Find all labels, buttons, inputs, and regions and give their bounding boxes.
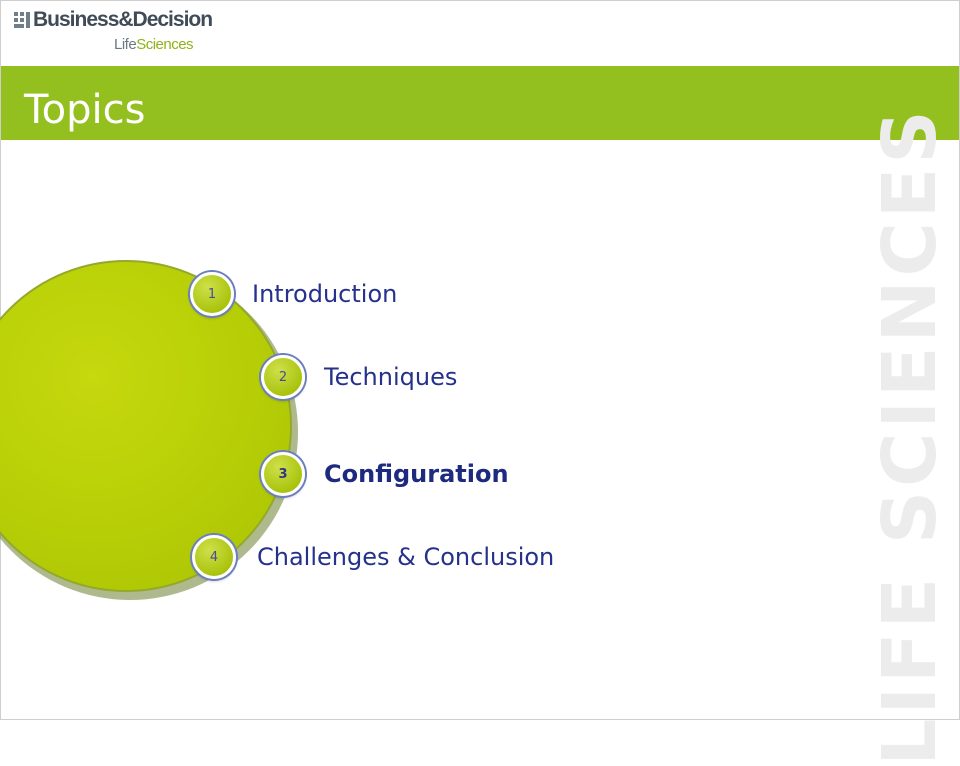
topic-number-badge: 4 xyxy=(192,535,236,579)
title-band xyxy=(1,66,959,140)
logo-subtitle: LifeSciences xyxy=(114,36,194,53)
watermark-text: LIFE SCIENCES xyxy=(867,106,953,766)
slide-title: Topics xyxy=(24,87,146,133)
logo-grid-icon xyxy=(14,12,30,28)
logo-brand-text: Business&Decision xyxy=(33,8,213,31)
topic-label: Challenges & Conclusion xyxy=(257,543,555,571)
topic-number-badge: 1 xyxy=(190,272,234,316)
decorative-disc xyxy=(0,260,292,592)
logo-sub-prefix: Life xyxy=(114,36,137,53)
topic-label: Configuration xyxy=(324,460,509,488)
topic-number-badge: 2 xyxy=(261,355,305,399)
topic-label: Introduction xyxy=(252,280,398,308)
topic-number-badge: 3 xyxy=(261,452,305,496)
logo-sub-accent: Sciences xyxy=(136,36,194,53)
topic-label: Techniques xyxy=(324,363,458,391)
